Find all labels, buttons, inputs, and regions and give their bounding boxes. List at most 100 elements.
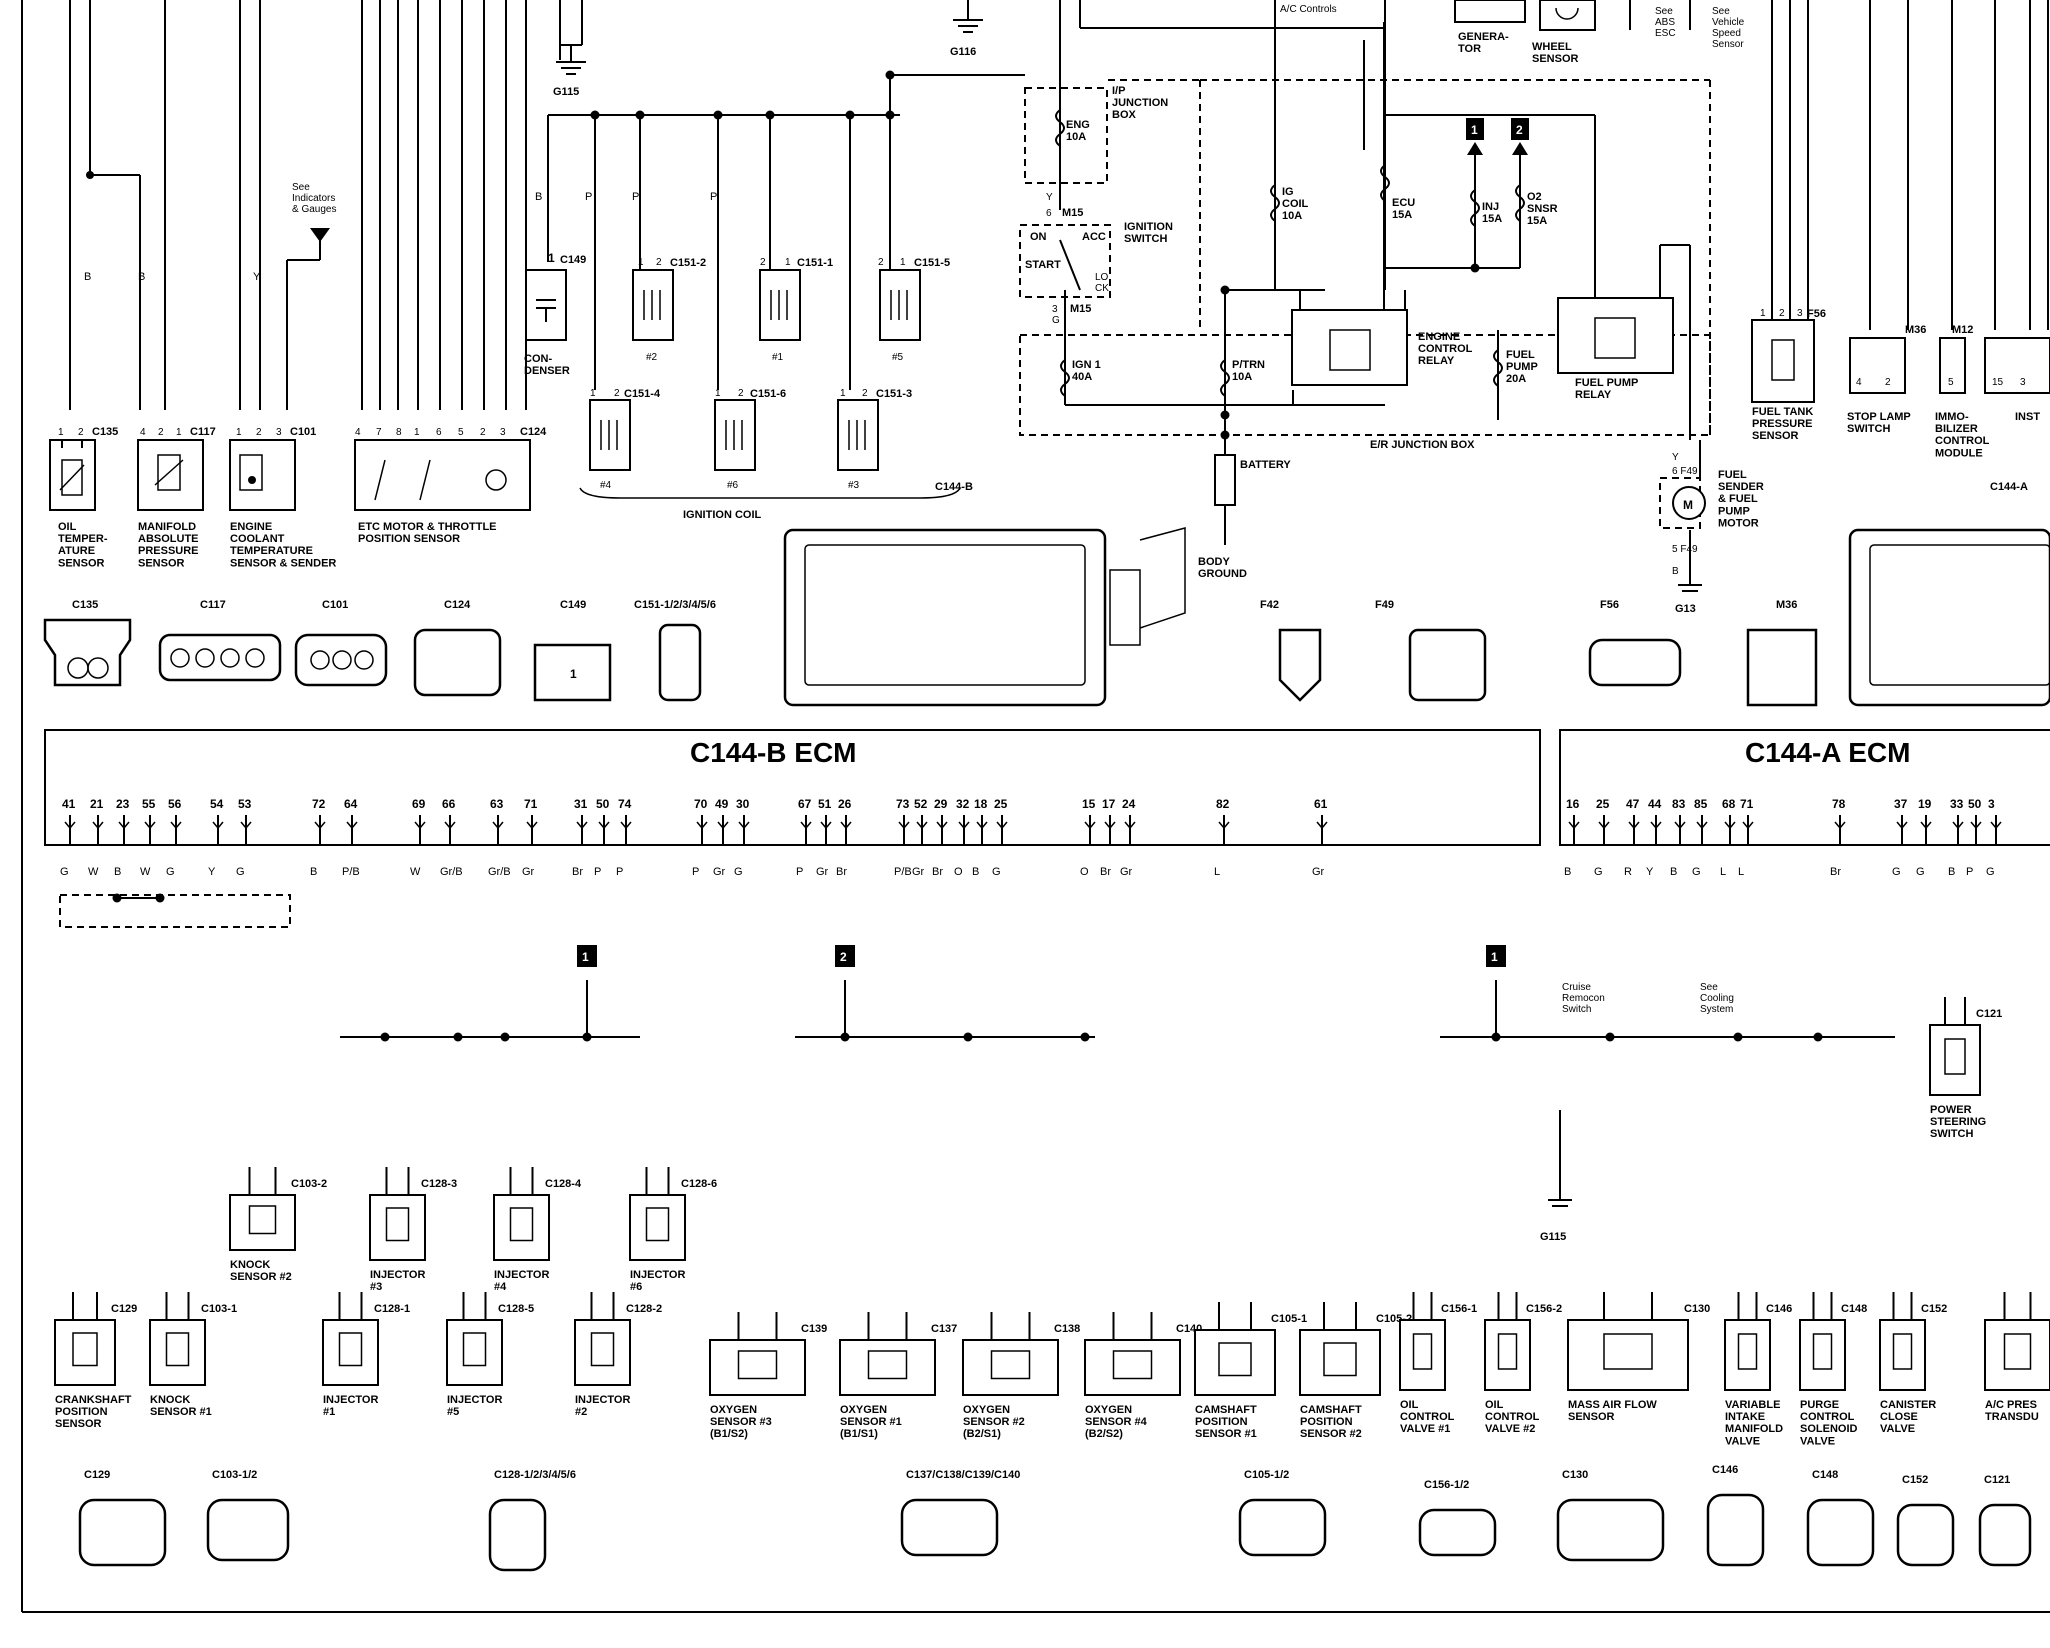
svg-text:6: 6 (436, 427, 442, 438)
terminal-icon (958, 821, 970, 830)
svg-text:C144-A: C144-A (1990, 481, 2028, 493)
terminal-icon (1724, 821, 1736, 830)
ac-controls-label: A/C Controls (1280, 4, 1337, 15)
svg-text:B: B (84, 271, 91, 283)
bottom-connector-name: C156-1/2 (1424, 1479, 1469, 1491)
ecm-b-pin: 71 (524, 797, 538, 811)
ground-icon (953, 19, 983, 33)
ecm-c144a-connector (1848, 528, 2050, 707)
condenser: 1 C149 CON-DENSER (524, 251, 586, 377)
ecm-b-wire-color: Gr (816, 866, 829, 878)
ecm-a-pin-row: 16B25G47R44Y83B85G68L71L78Br37G19G33B50P… (1564, 797, 2002, 878)
svg-text:3: 3 (1797, 308, 1803, 319)
ecm-b-pin: 21 (90, 797, 104, 811)
svg-text:B: B (138, 271, 145, 283)
terminal-icon (1696, 821, 1708, 830)
connector-label: C128-6 (681, 1178, 717, 1190)
ecm-a-wire-color: G (1692, 866, 1701, 878)
ecm-b-wire-color: Gr (912, 866, 925, 878)
ecm-a-pin: 68 (1722, 797, 1736, 811)
svg-text:P: P (585, 191, 592, 203)
component-label: INJECTOR#1 (323, 1394, 378, 1418)
svg-text:1: 1 (715, 388, 721, 399)
terminal-icon (1568, 821, 1580, 830)
ecm-b-wire-color: W (140, 866, 151, 878)
ecm-a-pin: 25 (1596, 797, 1610, 811)
svg-text:1: 1 (1471, 123, 1478, 137)
svg-text:C135: C135 (92, 426, 118, 438)
ecm-b-pin: 41 (62, 797, 76, 811)
svg-text:Y: Y (253, 271, 261, 283)
svg-text:2: 2 (480, 427, 486, 438)
connector-label: C128-3 (421, 1178, 457, 1190)
terminal-icon (576, 821, 588, 830)
svg-text:3: 3 (276, 427, 282, 438)
ecm-a-wire-color: G (1594, 866, 1603, 878)
connector-label: C105-1 (1271, 1313, 1307, 1325)
svg-text:#4: #4 (600, 480, 612, 491)
svg-text:C149: C149 (560, 599, 586, 611)
connector-shell (206, 1498, 290, 1562)
ecm-a-wire-color: Y (1646, 866, 1654, 878)
connector-label: C103-2 (291, 1178, 327, 1190)
svg-text:2: 2 (78, 427, 84, 438)
ecm-b-wire-color: O (954, 866, 963, 878)
ecm-a-pin: 85 (1694, 797, 1708, 811)
ecm-b-wire-color: G (992, 866, 1001, 878)
terminal-icon (598, 821, 610, 830)
ground-g115: G115 (553, 86, 579, 98)
terminal-icon (64, 821, 76, 830)
ecm-a-pin: 33 (1950, 797, 1964, 811)
ecm-c144a-title: C144-A ECM (1745, 737, 1910, 768)
svg-text:3: 3 (500, 427, 506, 438)
ecm-b-wire-color: P (594, 866, 601, 878)
ecm-b-wire-color: P (616, 866, 623, 878)
ecm-b-wire-color: G (236, 866, 245, 878)
connector-shell (1706, 1493, 1765, 1567)
ecm-b-pin: 32 (956, 797, 970, 811)
connector-shell (488, 1498, 547, 1572)
svg-text:1: 1 (548, 251, 555, 265)
connector-shell (1806, 1498, 1875, 1567)
terminal-icon (976, 821, 988, 830)
svg-text:M36: M36 (1776, 599, 1797, 611)
ecm-a-pin: 83 (1672, 797, 1686, 811)
ecm-b-wire-color: G (734, 866, 743, 878)
ecm-b-pin: 72 (312, 797, 326, 811)
ground-icon (556, 61, 586, 75)
ecm-b-pin: 24 (1122, 797, 1136, 811)
ecm-a-pin: 3 (1988, 797, 1995, 811)
ecm-b-pin: 53 (238, 797, 252, 811)
ecm-c144a-box (1559, 729, 2050, 846)
svg-text:6: 6 (1046, 208, 1052, 219)
terminal-icon (996, 821, 1008, 830)
terminal-icon (1316, 821, 1328, 830)
connector-label: C128-4 (545, 1178, 582, 1190)
fuel-pump-relay (1557, 297, 1674, 374)
lower-wiring (59, 893, 1895, 1207)
ecm-a-pin: 44 (1648, 797, 1662, 811)
terminal-icon (1896, 821, 1908, 830)
svg-text:#2: #2 (646, 352, 658, 363)
ecm-b-pin: 25 (994, 797, 1008, 811)
svg-text:1: 1 (840, 388, 846, 399)
terminal-icon (696, 821, 708, 830)
component-label: INJECTOR#4 (494, 1269, 549, 1293)
